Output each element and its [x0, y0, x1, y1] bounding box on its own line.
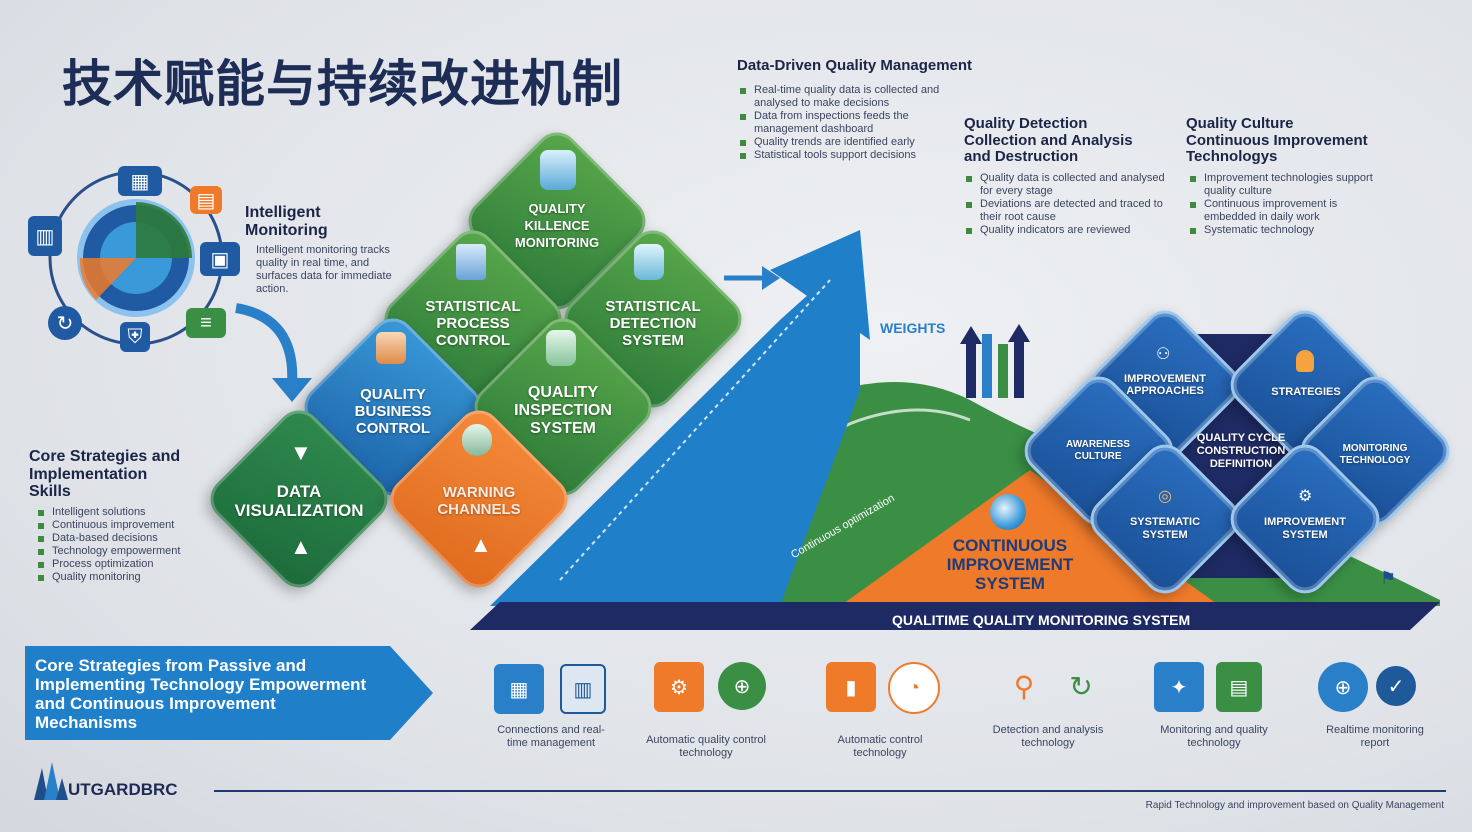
- list-item: Quality indicators are reviewed: [966, 224, 1166, 237]
- list-item: Quality monitoring: [38, 571, 228, 584]
- auto-control-icon: ⚙: [654, 662, 704, 712]
- list-item: Continuous improvement: [38, 519, 228, 532]
- globe-icon: [990, 494, 1026, 530]
- hub-diagram: [48, 170, 224, 346]
- people-icon: ⚇: [1156, 346, 1171, 363]
- chart-icon: ▤: [190, 186, 222, 214]
- list-item: Process optimization: [38, 558, 228, 571]
- cycle-icon: ↻: [48, 306, 82, 340]
- analysis-icon: ↻: [1069, 670, 1093, 702]
- continuous-improvement: CONTINUOUS IMPROVEMENT SYSTEM: [946, 536, 1074, 593]
- grid-globe-icon: ⊕: [718, 662, 766, 710]
- screen-icon: ▥: [28, 216, 62, 256]
- arrow-up-icon: ▲: [470, 532, 492, 557]
- list-item: Continuous improvement is embedded in da…: [1190, 198, 1380, 224]
- pie-icon: ◔: [888, 662, 940, 714]
- vial-icon: [546, 330, 576, 366]
- base-bar-shape: [470, 602, 1440, 630]
- list-item: Data from inspections feeds the manageme…: [740, 110, 940, 136]
- flag-icon: ⚑: [1380, 568, 1397, 588]
- server-rack-icon: ▥: [560, 664, 606, 714]
- core-strategies-heading: Core Strategies and Implementation Skill…: [29, 448, 181, 501]
- flask-icon: [540, 150, 576, 190]
- logo: UTGARDBRC: [30, 760, 210, 804]
- tile-spc: STATISTICAL PROCESS CONTROL: [425, 297, 521, 349]
- arrow-right-icon: [724, 266, 780, 290]
- detection-heading: Quality Detection Collection and Analysi…: [964, 115, 1133, 165]
- tile-inspection: QUALITY INSPECTION SYSTEM: [514, 384, 612, 437]
- detection-list: Quality data is collected and analysed f…: [966, 172, 1166, 237]
- tile-statistical-system: STATISTICAL DETECTION SYSTEM: [605, 297, 701, 349]
- tile-data-viz: DATA VISUALIZATION: [234, 482, 364, 520]
- server-icon: ▣: [200, 242, 240, 276]
- database-icon: ▤: [1216, 662, 1262, 712]
- list-item: Quality data is collected and analysed f…: [966, 172, 1166, 198]
- footnote: Rapid Technology and improvement based o…: [1145, 800, 1444, 811]
- box-icon: [376, 332, 406, 364]
- tile-warning: WARNING CHANNELS: [437, 484, 521, 518]
- monitoring-hub: ▦ ▤ ▥ ▣ ↻ ⛨ ≡: [24, 160, 246, 360]
- list-item: Systematic technology: [1190, 224, 1380, 237]
- tile-quality-control: QUALITY BUSINESS CONTROL: [354, 385, 432, 437]
- footer-item-5: Monitoring and quality technology: [1160, 724, 1268, 749]
- tile-monitoring-tech: MONITORING TECHNOLOGY: [1339, 443, 1411, 466]
- data-driven-list: Real-time quality data is collected and …: [740, 84, 940, 162]
- list-item: Statistical tools support decisions: [740, 149, 940, 162]
- list-item: Improvement technologies support quality…: [1190, 172, 1380, 198]
- tile-improvement-sys: IMPROVEMENT SYSTEM: [1264, 516, 1346, 541]
- bar-chart-icon: ▮: [826, 662, 876, 712]
- monitor-icon: ▦: [118, 166, 162, 196]
- banner-shape: [25, 646, 433, 740]
- base-bar-label: QUALITIME QUALITY MONITORING SYSTEM: [892, 612, 1191, 628]
- blue-arrow: [490, 248, 860, 606]
- gear-icon: ⚙: [1298, 488, 1313, 505]
- curved-arrow-icon: [235, 303, 312, 402]
- list-item: Quality trends are identified early: [740, 136, 940, 149]
- target-icon: ◎: [1158, 488, 1172, 505]
- footer-rule: [214, 790, 1446, 792]
- footer-item-2: Automatic quality control technology: [646, 734, 766, 759]
- list-item: Technology empowerment: [38, 545, 228, 558]
- footer-item-4: Detection and analysis technology: [992, 724, 1104, 749]
- list-item: Real-time quality data is collected and …: [740, 84, 940, 110]
- logo-mark-icon: [34, 762, 68, 800]
- globe-small-icon: [462, 424, 492, 456]
- culture-list: Improvement technologies support quality…: [1190, 172, 1380, 237]
- beaker-icon: [634, 244, 664, 280]
- tile-strategies: STRATEGIES: [1271, 385, 1341, 398]
- detection-icon: ⚲: [1013, 670, 1035, 702]
- list-item: Data-based decisions: [38, 532, 228, 545]
- footer-item-1: Connections and real-time management: [497, 724, 605, 749]
- quality-cycle-center: QUALITY CYCLE CONSTRUCTION DEFINITION: [1196, 431, 1286, 470]
- bulb-icon: [1296, 350, 1314, 372]
- tile-improvement: IMPROVEMENT APPROACHES: [1124, 373, 1206, 397]
- note-icon: ≡: [186, 308, 226, 338]
- data-driven-heading: Data-Driven Quality Management: [737, 57, 973, 74]
- connection-icon: ▦: [494, 664, 544, 714]
- footer-item-6: Realtime monitoring report: [1326, 724, 1424, 749]
- arrow-up-icon: ▲: [290, 534, 312, 559]
- list-item: Intelligent solutions: [38, 506, 228, 519]
- page-title: 技术赋能与持续改进机制: [62, 55, 623, 113]
- banner-text: Core Strategies from Passive and Impleme…: [35, 656, 367, 732]
- tile-quality-monitoring: QUALITY KILLENCE MONITORING: [514, 200, 600, 250]
- report-globe-icon: ⊕: [1318, 662, 1368, 712]
- culture-heading: Quality Culture Continuous Improvement T…: [1186, 115, 1368, 165]
- shield-icon: ⛨: [120, 322, 150, 352]
- intelligent-heading: Intelligent Monitoring: [245, 204, 328, 239]
- strategy-banner: Core Strategies from Passive and Impleme…: [25, 646, 435, 740]
- tile-systematic: SYSTEMATIC SYSTEM: [1129, 516, 1201, 541]
- arrow-down-icon: ▼: [290, 440, 312, 465]
- document-icon: [456, 244, 486, 280]
- core-strategies-list: Intelligent solutions Continuous improve…: [38, 506, 228, 584]
- report-badge-icon: ✓: [1376, 666, 1416, 706]
- intelligent-text: Intelligent monitoring tracks quality in…: [256, 244, 392, 295]
- logo-text: UTGARDBRC: [68, 780, 178, 799]
- footer-item-3: Automatic control technology: [837, 734, 923, 759]
- list-item: Deviations are detected and traced to th…: [966, 198, 1166, 224]
- monitor-tech-icon: ✦: [1154, 662, 1204, 712]
- weights-label: WEIGHTS: [880, 320, 946, 336]
- tile-awareness: AWARENESS CULTURE: [1066, 439, 1130, 462]
